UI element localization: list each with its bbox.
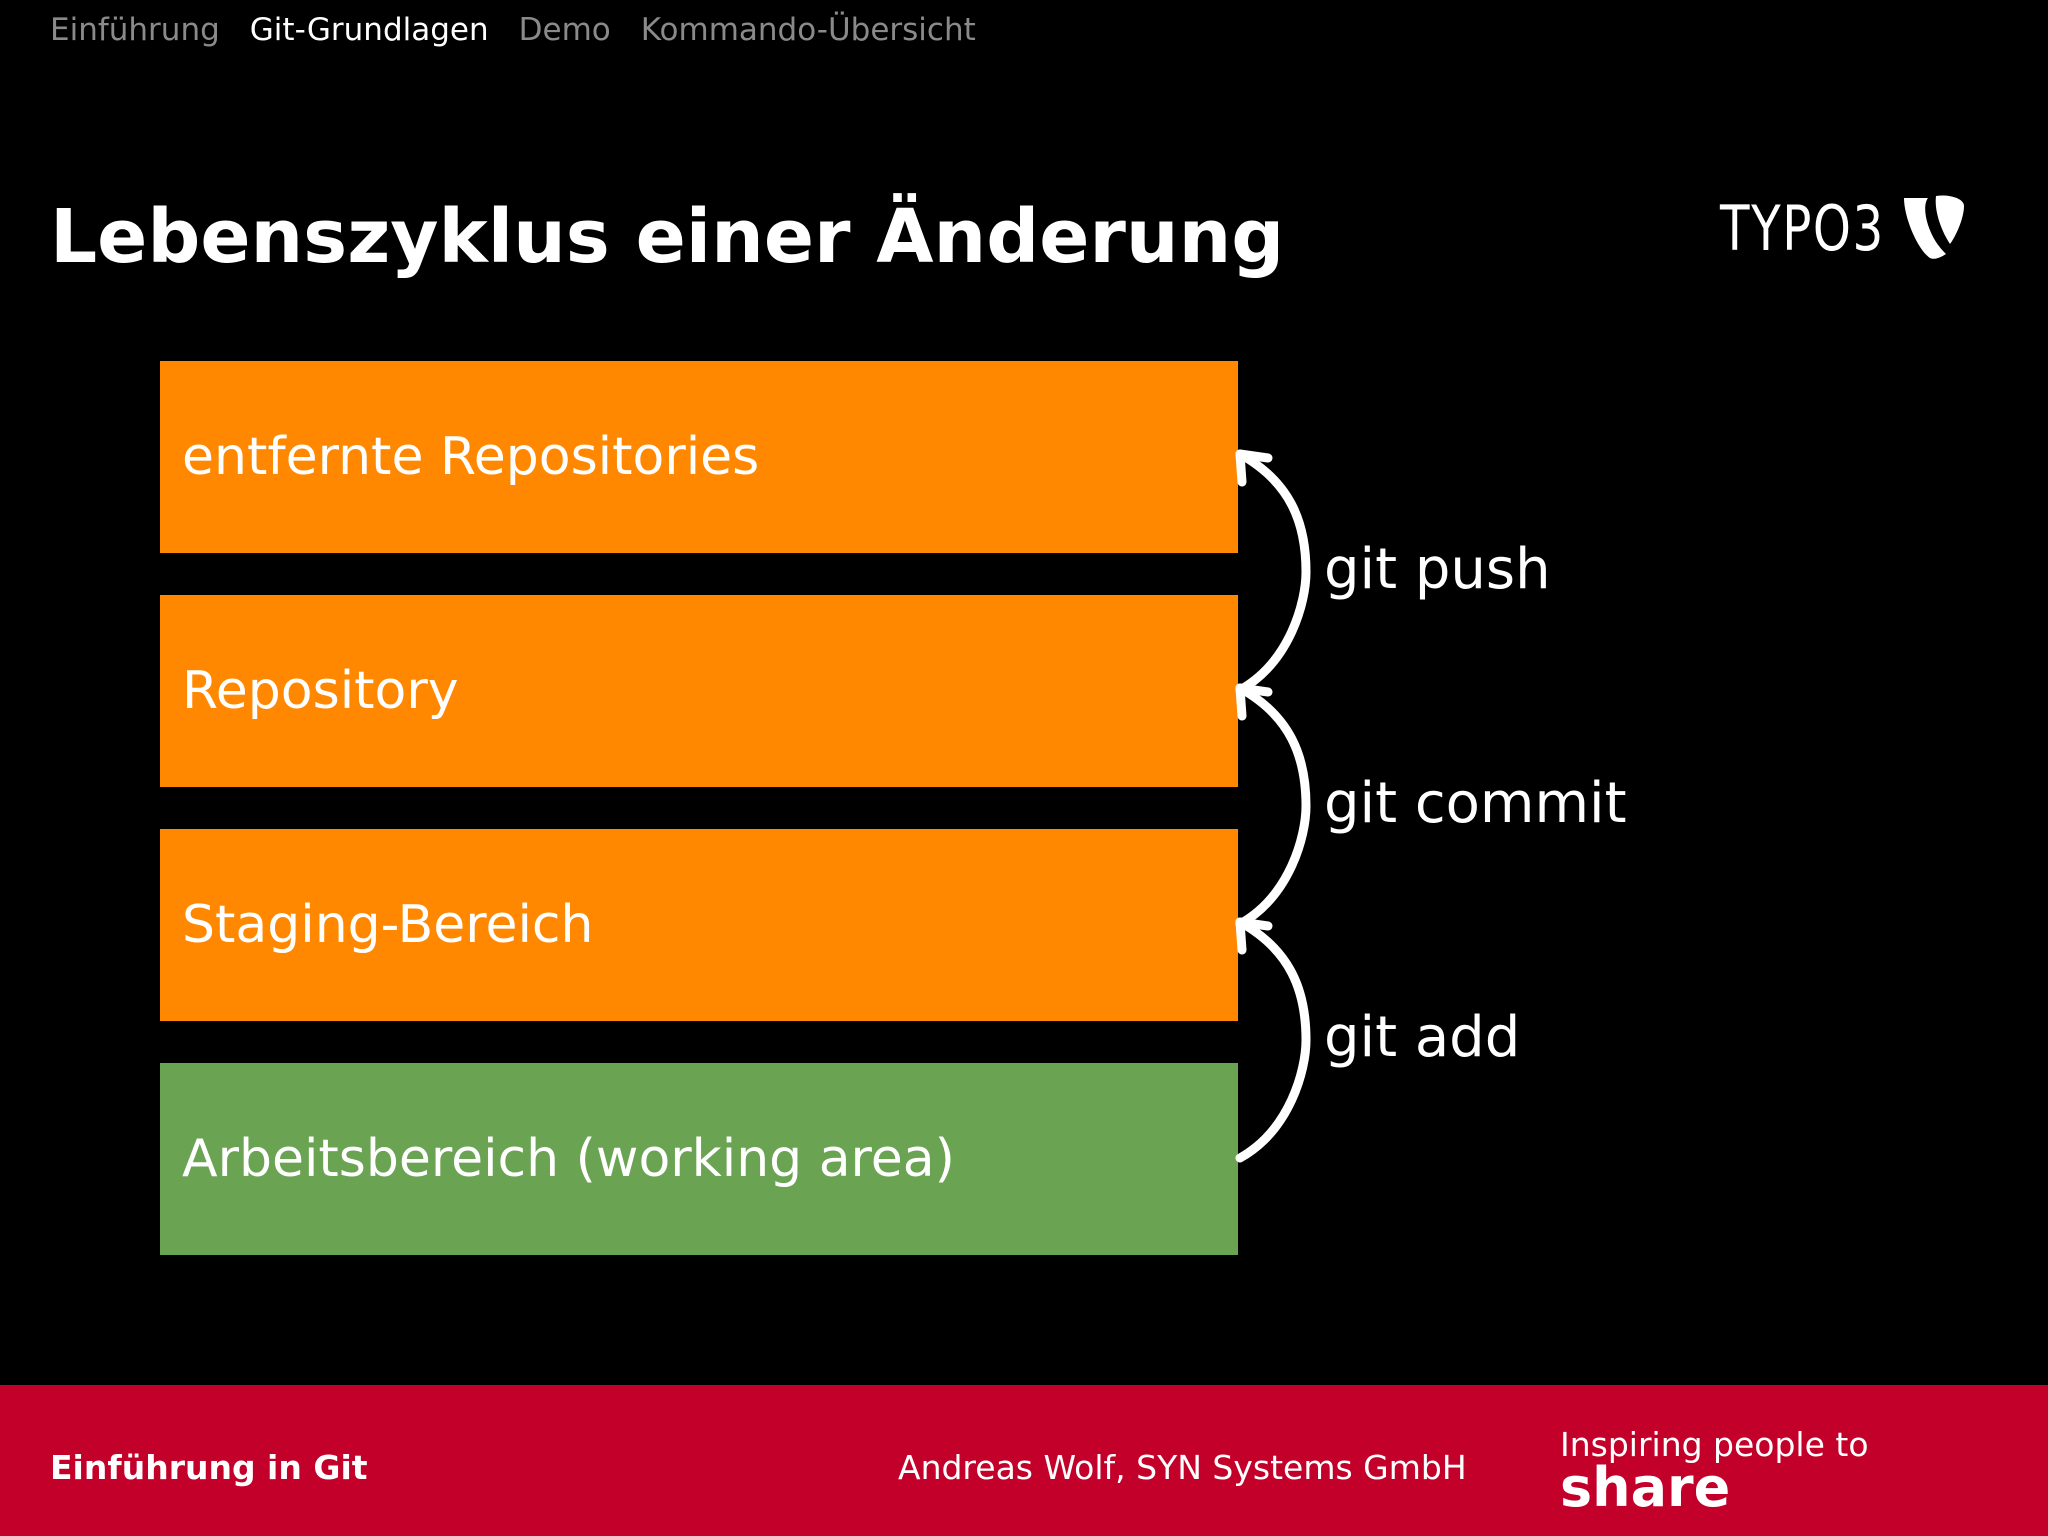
typo3-logo-icon — [1904, 195, 1964, 259]
nav-item-demo[interactable]: Demo — [518, 12, 611, 48]
footer-author: Andreas Wolf, SYN Systems GmbH — [898, 1448, 1467, 1487]
label-git-add: git add — [1324, 1005, 1521, 1070]
label-git-commit: git commit — [1324, 771, 1627, 836]
stage-working-area: Arbeitsbereich (working area) — [160, 1063, 1238, 1255]
logo-text: TYPO3 — [1720, 191, 1885, 265]
arrow-git-commit — [1235, 683, 1311, 929]
slide-title: Lebenszyklus einer Änderung — [50, 194, 1285, 280]
stage-remote-repositories: entfernte Repositories — [160, 361, 1238, 553]
section-navigation: Einführung Git-Grundlagen Demo Kommando-… — [50, 6, 976, 54]
nav-item-einfuehrung[interactable]: Einführung — [50, 12, 220, 48]
stage-arrows — [1235, 449, 1311, 1163]
footer-tagline: Inspiring people to share — [1560, 1428, 1869, 1515]
arrow-git-add — [1235, 917, 1311, 1163]
nav-item-git-grundlagen[interactable]: Git-Grundlagen — [249, 12, 489, 48]
tagline-line-1: Inspiring people to — [1560, 1425, 1869, 1464]
nav-item-kommando-uebersicht[interactable]: Kommando-Übersicht — [640, 12, 976, 48]
stage-staging-area: Staging-Bereich — [160, 829, 1238, 1021]
typo3-logo: TYPO3 — [1720, 188, 1970, 268]
footer-presentation-title: Einführung in Git — [50, 1448, 368, 1487]
label-git-push: git push — [1324, 537, 1551, 602]
footer-bar — [0, 1385, 2048, 1536]
tagline-line-2: share — [1560, 1456, 1731, 1519]
arrow-git-push — [1235, 449, 1311, 695]
stage-repository: Repository — [160, 595, 1238, 787]
